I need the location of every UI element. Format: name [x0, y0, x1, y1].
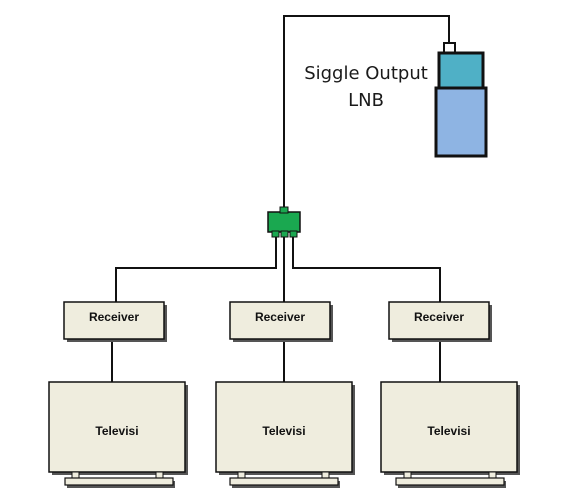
receiver-box-1: [63, 301, 165, 340]
televisions: [48, 381, 520, 488]
connector-lines: [111, 15, 450, 382]
tv-stand-1: [64, 477, 174, 486]
lnb-device: [434, 42, 488, 158]
tv-foot-left-2: [237, 471, 246, 479]
tv-label-3: Televisi: [427, 424, 471, 438]
lnb-label-line-2: LNB: [348, 90, 384, 111]
tv-foot-left-1: [71, 471, 80, 479]
receiver-box-3: [388, 301, 490, 340]
tv-screen-3: [380, 381, 518, 473]
lnb-to-splitter-cable: [283, 15, 450, 211]
receivers: [63, 301, 492, 342]
tv-foot-left-3: [403, 471, 412, 479]
splitter-to-receiver-1-cable: [115, 233, 277, 302]
tv-label-1: Televisi: [95, 424, 139, 438]
tv-stand-2: [229, 477, 339, 486]
receiver-label-3: Receiver: [413, 310, 465, 324]
splitter-to-receiver-3-cable: [292, 233, 441, 302]
lnb-label: Siggle Output LNB: [286, 60, 446, 114]
tv-foot-right-2: [321, 471, 330, 479]
receiver-label-2: Receiver: [254, 310, 306, 324]
lnb-body: [434, 86, 488, 158]
tv-stand-3: [395, 477, 505, 486]
tv-screen-1: [48, 381, 186, 473]
tv-foot-right-3: [488, 471, 497, 479]
splitter-icon: [267, 206, 301, 238]
tv-foot-right-1: [155, 471, 164, 479]
receiver-box-2: [229, 301, 331, 340]
tv-label-2: Televisi: [262, 424, 306, 438]
tv-screen-2: [215, 381, 353, 473]
lnb-label-line-1: Siggle Output: [304, 63, 428, 84]
receiver-label-1: Receiver: [88, 310, 140, 324]
